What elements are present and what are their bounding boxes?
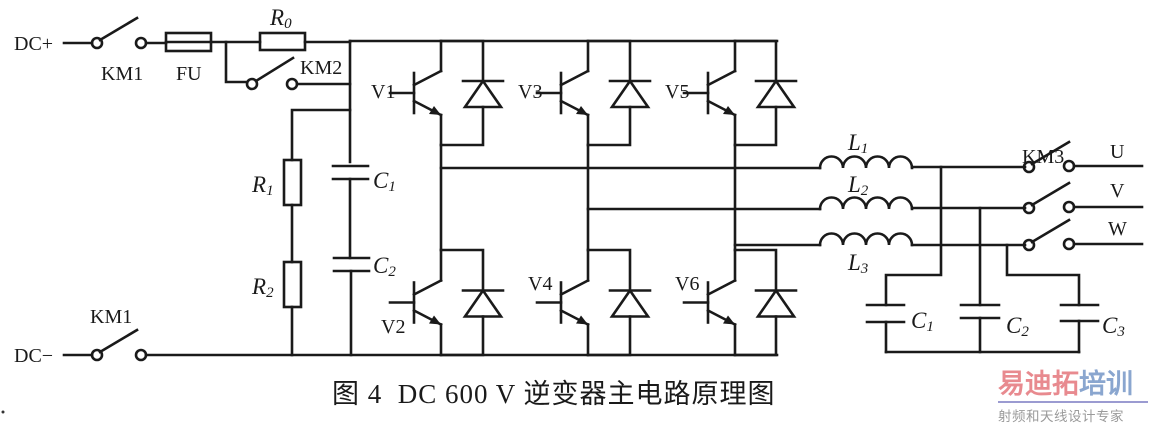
watermark-brand-b: 培训	[1079, 369, 1133, 400]
output-filter-capacitors: C1 C2 C3	[865, 165, 1125, 354]
watermark-divider	[998, 401, 1148, 403]
dc-positive-label: DC+	[14, 33, 53, 55]
filter-inductors	[818, 155, 914, 247]
igbt-upper-2	[535, 39, 652, 147]
scan-artifact-dot	[1, 410, 5, 414]
igbt-upper-3	[682, 39, 798, 147]
dc-link-capacitors: C1 C2	[331, 164, 396, 357]
resistor-r0: R0	[258, 5, 307, 52]
fc2-label: C2	[1006, 313, 1029, 340]
r2-label: R2	[251, 274, 274, 301]
diode-icon	[462, 78, 504, 109]
emitter-arrow-icon	[429, 106, 441, 115]
km3-label: KM3	[1022, 146, 1064, 168]
c1-label: C1	[373, 168, 396, 195]
igbt-upper-1	[388, 39, 505, 147]
label-upper-2: V3	[518, 81, 542, 103]
igbt-lower-1	[388, 248, 505, 357]
km3-output-contactor	[1022, 140, 1144, 252]
voltage-divider: R1 R2	[251, 108, 352, 357]
diode-icon	[609, 288, 651, 318]
c2-label: C2	[373, 253, 396, 280]
km1-bottom-label: KM1	[90, 306, 132, 328]
igbt-lower-3	[682, 248, 798, 357]
label-lower-3: V6	[675, 273, 699, 295]
km1-top-label: KM1	[101, 63, 143, 85]
km3-pole-1	[1022, 140, 1144, 174]
diode-icon	[609, 78, 651, 109]
diode-icon	[755, 78, 797, 109]
dc-positive-input: DC+	[14, 33, 94, 55]
watermark-brand-a: 易迪拓	[998, 369, 1079, 400]
emitter-arrow-icon	[429, 315, 441, 325]
label-upper-1: V1	[371, 81, 395, 103]
fuse-fu: FU	[164, 31, 213, 85]
inductor-l2	[818, 196, 914, 211]
dc-negative-label: DC−	[14, 345, 53, 367]
emitter-arrow-icon	[723, 315, 735, 325]
output-v-label: V	[1110, 180, 1125, 202]
fuse-label: FU	[176, 63, 202, 85]
km2-bypass-switch: KM2	[224, 40, 352, 91]
km2-label: KM2	[300, 57, 342, 79]
inductor-l3	[818, 232, 914, 247]
emitter-arrow-icon	[576, 315, 588, 325]
igbt-lower-2	[535, 248, 652, 357]
l2-label: L2	[847, 172, 869, 199]
r0-label: R0	[269, 5, 292, 32]
label-lower-1: V2	[381, 316, 405, 338]
diode-icon	[755, 288, 797, 318]
km3-pole-2	[1022, 181, 1144, 215]
output-w-label: W	[1108, 218, 1127, 240]
r1-label: R1	[251, 172, 274, 199]
km1-top-switch: KM1	[90, 16, 148, 85]
label-lower-2: V4	[528, 273, 552, 295]
figure-title: DC 600 V 逆变器主电路原理图	[397, 379, 776, 409]
figure-number: 图 4	[332, 379, 383, 409]
figure-caption: 图 4 DC 600 V 逆变器主电路原理图	[332, 372, 776, 411]
emitter-arrow-icon	[576, 106, 588, 115]
l1-label: L1	[847, 130, 868, 157]
output-u-label: U	[1110, 141, 1125, 163]
watermark-logo: 易迪拓培训 射频和天线设计专家	[998, 370, 1155, 425]
l3-label: L3	[847, 250, 868, 277]
fc1-label: C1	[911, 308, 934, 335]
diode-icon	[462, 288, 504, 318]
emitter-arrow-icon	[723, 106, 735, 115]
watermark-tagline: 射频和天线设计专家	[998, 409, 1124, 425]
inductor-coil-icon	[818, 155, 914, 170]
label-upper-3: V5	[665, 81, 689, 103]
inductor-l1	[818, 155, 914, 170]
fc3-label: C3	[1102, 313, 1125, 340]
dc-negative-input: DC− KM1	[14, 306, 148, 367]
km3-pole-3	[1022, 218, 1144, 252]
inductor-coil-icon	[818, 232, 914, 247]
inductor-coil-icon	[818, 196, 914, 211]
